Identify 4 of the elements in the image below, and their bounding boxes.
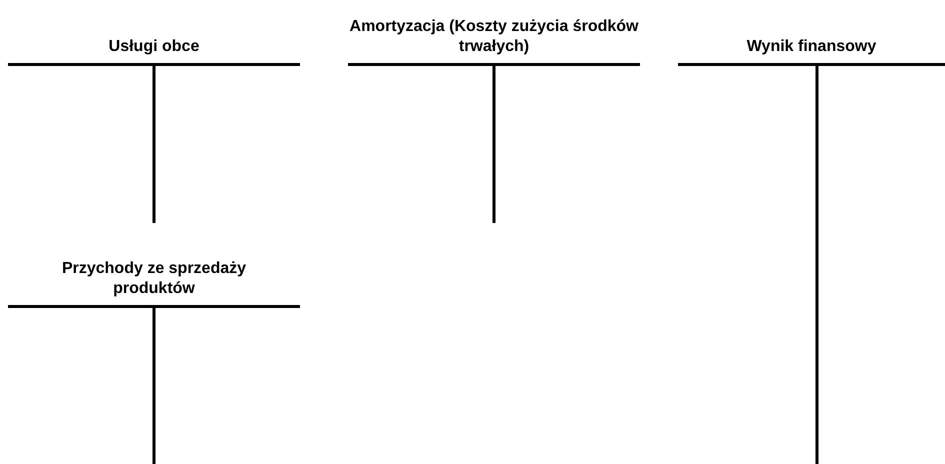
account-title: Amortyzacja (Koszty zużycia środków trwałych) bbox=[348, 17, 640, 57]
account-title: Wynik finansowy bbox=[746, 37, 878, 57]
account-title: Przychody ze sprzedaży produktów bbox=[60, 259, 248, 299]
account-title: Usługi obce bbox=[108, 37, 200, 57]
